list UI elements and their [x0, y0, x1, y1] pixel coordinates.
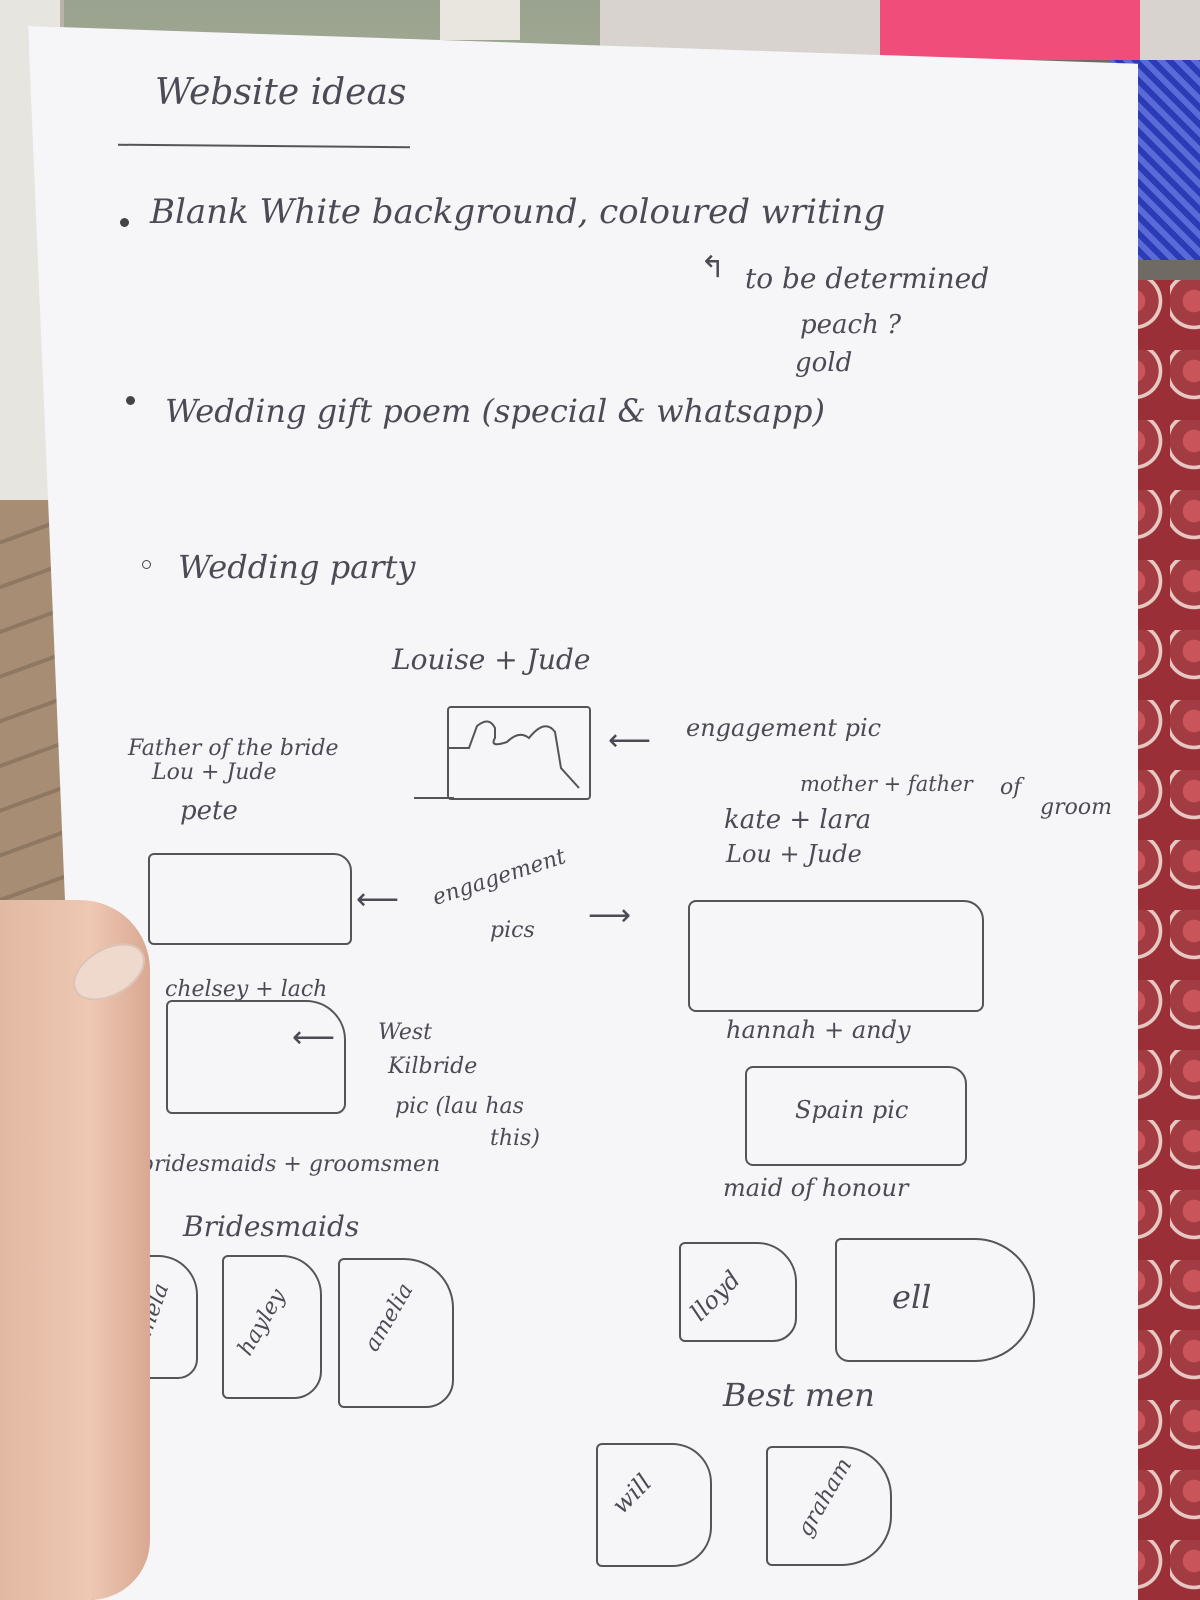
label-west: West: [378, 1020, 432, 1045]
arrow-right-icon: ⟶: [588, 898, 632, 933]
arrow-left-icon: ⟵: [608, 723, 652, 758]
hayley-photo-box: [222, 1255, 322, 1399]
label-hannah-andy: hannah + andy: [726, 1016, 911, 1044]
bullet-poem: Wedding gift poem (special & whatsapp): [165, 392, 825, 430]
pink-basket: [880, 0, 1140, 60]
arrow-left-icon: ⟵: [356, 882, 400, 917]
label-spain-pic: Spain pic: [795, 1096, 909, 1124]
spain-photo-box: [745, 1066, 967, 1166]
color-option-gold: gold: [795, 348, 853, 378]
graham-photo-box: [766, 1446, 892, 1566]
label-pete: pete: [180, 796, 238, 826]
label-kilbride: Kilbride: [388, 1054, 478, 1079]
label-mother-father: mother + father: [800, 772, 973, 796]
father-photo-box: [148, 853, 352, 945]
chelsey-photo-box: [166, 1000, 346, 1114]
page-title: Website ideas: [155, 72, 407, 113]
arrow-left-icon: ⟵: [292, 1020, 336, 1055]
label-ell: ell: [892, 1278, 932, 1316]
label-groom: groom: [1040, 795, 1112, 820]
bullet-dot: [142, 560, 151, 569]
color-option-peach: peach ?: [800, 310, 902, 340]
will-photo-box: [596, 1443, 712, 1567]
bullet-dot: [126, 396, 135, 405]
label-kate-lara: kate + lara: [724, 805, 872, 835]
label-chelsey-lach: chelsey + lach: [165, 977, 328, 1002]
bullet-background: Blank White background, coloured writing: [150, 192, 886, 232]
couple-names: Louise + Jude: [392, 643, 591, 676]
label-best-men: Best men: [723, 1376, 875, 1414]
label-maid-of-honour: maid of honour: [723, 1174, 909, 1202]
lloyd-photo-box: [679, 1242, 797, 1342]
label-bridesmaids: Bridesmaids: [183, 1210, 360, 1243]
label-this: this): [490, 1126, 540, 1151]
window-frame-top: [440, 0, 520, 40]
paper-sheet: [28, 26, 1138, 1600]
curved-arrow-icon: ↰: [700, 250, 726, 285]
label-pic-lau-has: pic (lau has: [395, 1094, 524, 1119]
label-lou-jude-1: Lou + Jude: [152, 760, 277, 785]
amelia-photo-box: [338, 1258, 454, 1408]
ground-line: [414, 797, 454, 799]
bullet-dot: [120, 218, 129, 227]
engagement-photo-box: [447, 706, 591, 800]
label-bridesmaids-groomsmen: bridesmaids + groomsmen: [140, 1152, 441, 1177]
tbd-note: to be determined: [745, 262, 990, 295]
label-lou-jude-2: Lou + Jude: [726, 840, 862, 868]
holding-hand: [0, 900, 150, 1600]
label-pics: pics: [490, 918, 535, 943]
bullet-wedding-party: Wedding party: [178, 548, 416, 586]
label-of: of: [1000, 775, 1022, 800]
ell-photo-box: [835, 1238, 1035, 1362]
label-father-of-bride: Father of the bride: [128, 736, 339, 761]
couple-silhouette-icon: [449, 720, 580, 789]
label-engagement-pic: engagement pic: [686, 714, 882, 742]
parents-groom-photo-box: [688, 900, 984, 1012]
